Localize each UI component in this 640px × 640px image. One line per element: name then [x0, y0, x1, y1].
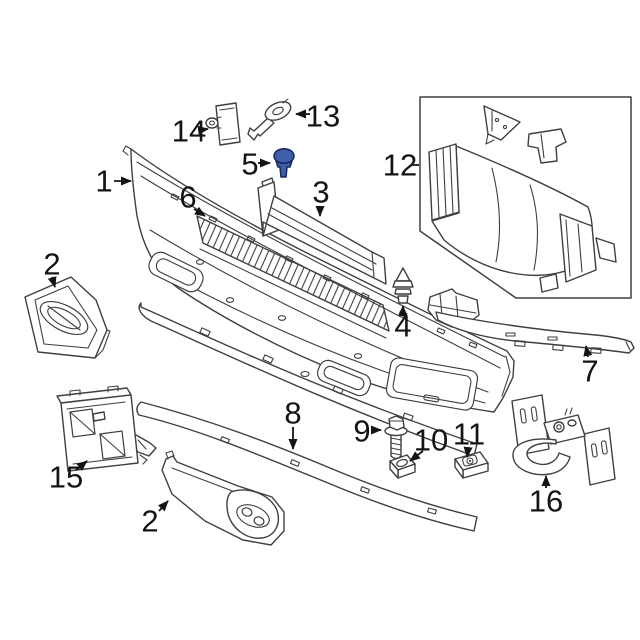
part-label-8: 8	[284, 395, 302, 431]
part-label-12: 12	[382, 147, 418, 183]
u-nut-small	[389, 454, 416, 479]
part-label-15: 15	[48, 459, 84, 495]
tow-hook	[511, 394, 616, 486]
step-pad	[196, 215, 390, 339]
bumper-reinforcement	[257, 177, 387, 285]
part-label-16: 16	[528, 483, 564, 519]
part-label-7: 7	[581, 353, 599, 389]
fog-bezel-lower	[161, 450, 285, 546]
part-label-9: 9	[353, 413, 371, 449]
part-label-5: 5	[241, 146, 259, 182]
part-label-14: 14	[171, 113, 207, 149]
push-pin-retainer	[247, 98, 292, 141]
leader-arrows	[47, 109, 593, 512]
part-label-4: 4	[394, 308, 412, 344]
part-label-2-left: 2	[43, 246, 61, 282]
fog-bezel-left	[24, 276, 111, 359]
highlighted-clip	[273, 148, 295, 178]
tree-clip	[392, 267, 414, 304]
part-label-10: 10	[413, 422, 449, 458]
part-label-11: 11	[452, 416, 486, 452]
u-nut-large	[454, 451, 489, 479]
part-label-13: 13	[305, 98, 341, 134]
part-label-2-lower: 2	[141, 503, 159, 539]
air-deflector-box	[419, 96, 632, 299]
hex-bolt	[384, 415, 408, 460]
part-label-6: 6	[179, 179, 197, 215]
air-deflector	[428, 105, 617, 293]
license-bracket	[56, 385, 157, 472]
retainer-clip	[205, 102, 241, 146]
valance-panel	[136, 401, 478, 532]
part-label-1: 1	[95, 163, 113, 199]
part-label-3: 3	[312, 174, 330, 210]
